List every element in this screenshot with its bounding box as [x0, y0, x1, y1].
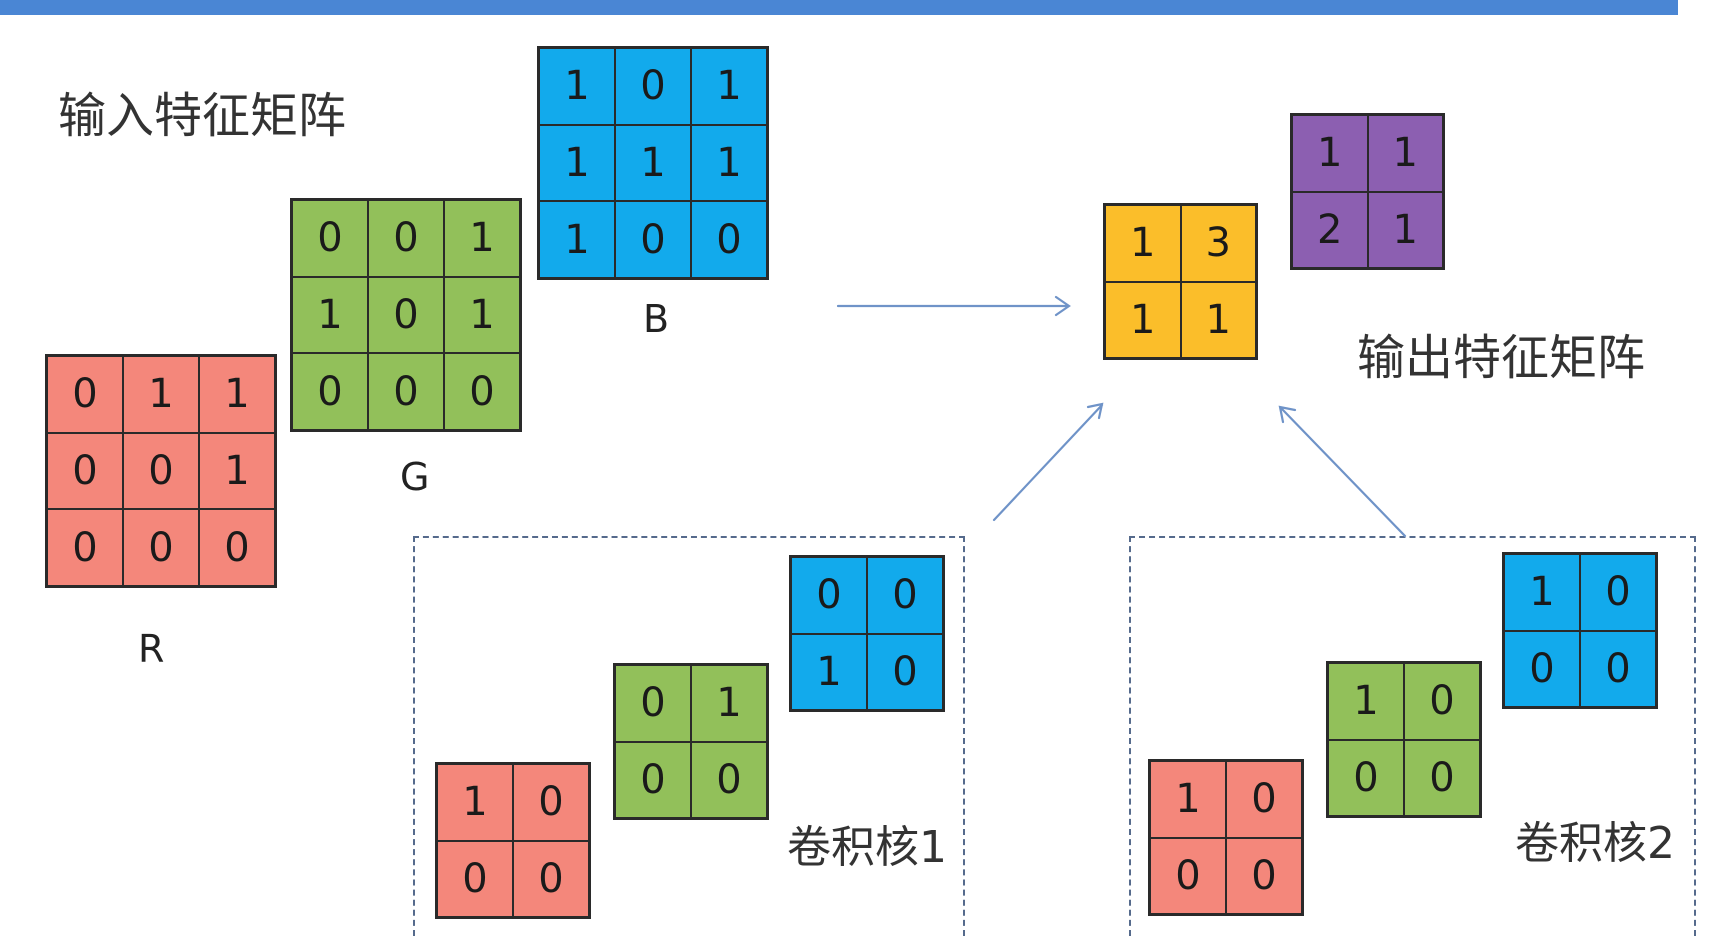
matrix-cell: 1 [1150, 761, 1226, 838]
matrix-cell: 0 [47, 356, 123, 433]
matrix-cell: 1 [1105, 281, 1181, 358]
matrix-cell: 1 [615, 124, 691, 202]
input-title: 输入特征矩阵 [58, 88, 347, 144]
output-title: 输出特征矩阵 [1357, 330, 1646, 386]
matrix-cell: 0 [1226, 837, 1302, 914]
matrix-cell: 1 [1367, 191, 1443, 268]
matrix-cell: 1 [691, 48, 767, 125]
matrix-cell: 0 [513, 764, 589, 841]
matrix-cell: 0 [368, 353, 444, 430]
kernel-1-box [413, 536, 965, 936]
matrix-cell: 0 [47, 432, 123, 510]
matrix-cell: 1 [199, 356, 275, 433]
matrix-cell: 0 [292, 200, 368, 277]
matrix-cell: 0 [292, 353, 368, 430]
matrix-cell: 1 [691, 665, 767, 742]
matrix-cell: 1 [1367, 115, 1443, 192]
matrix-cell: 0 [615, 201, 691, 278]
matrix-cell: 0 [368, 200, 444, 277]
channel-label-r: R [138, 627, 165, 671]
matrix-cell: 1 [1292, 115, 1368, 192]
matrix-cell: 1 [791, 633, 867, 710]
matrix-cell: 0 [1580, 554, 1656, 631]
matrix-cell: 0 [791, 557, 867, 634]
top-bar [0, 0, 1678, 15]
matrix-cell: 0 [615, 741, 691, 818]
arrow-kernel2-to-output [1278, 405, 1407, 538]
arrow-input-to-output [836, 295, 1071, 317]
matrix-cell: 3 [1180, 205, 1256, 282]
matrix-cell: 0 [1150, 837, 1226, 914]
channel-label-g: G [400, 455, 430, 499]
matrix-cell: 1 [292, 276, 368, 354]
matrix-cell: 2 [1292, 191, 1368, 268]
matrix-cell: 1 [539, 124, 615, 202]
matrix-cell: 0 [123, 432, 199, 510]
matrix-cell: 0 [123, 509, 199, 586]
matrix-cell: 0 [1404, 739, 1480, 816]
kernel-1-label: 卷积核1 [787, 822, 947, 873]
matrix-cell: 1 [1504, 554, 1580, 631]
matrix-cell: 0 [444, 353, 520, 430]
matrix-cell: 1 [444, 200, 520, 277]
matrix-cell: 0 [691, 741, 767, 818]
matrix-cell: 0 [1226, 761, 1302, 838]
matrix-cell: 1 [1328, 663, 1404, 740]
matrix-cell: 0 [615, 48, 691, 125]
matrix-cell: 0 [47, 509, 123, 586]
kernel-2-box [1129, 536, 1696, 936]
matrix-cell: 0 [513, 840, 589, 917]
channel-label-b: B [643, 297, 670, 341]
matrix-cell: 1 [539, 48, 615, 125]
arrow-kernel1-to-output [992, 402, 1104, 522]
matrix-cell: 0 [615, 665, 691, 742]
matrix-cell: 1 [437, 764, 513, 841]
matrix-cell: 1 [1105, 205, 1181, 282]
matrix-cell: 1 [123, 356, 199, 433]
matrix-cell: 0 [199, 509, 275, 586]
matrix-cell: 0 [1504, 630, 1580, 707]
kernel-2-label: 卷积核2 [1515, 818, 1675, 869]
matrix-cell: 0 [1328, 739, 1404, 816]
matrix-cell: 0 [437, 840, 513, 917]
matrix-cell: 0 [368, 276, 444, 354]
matrix-cell: 0 [867, 557, 943, 634]
matrix-cell: 0 [1404, 663, 1480, 740]
matrix-cell: 1 [691, 124, 767, 202]
matrix-cell: 1 [444, 276, 520, 354]
matrix-cell: 0 [867, 633, 943, 710]
matrix-cell: 1 [1180, 281, 1256, 358]
matrix-cell: 0 [1580, 630, 1656, 707]
matrix-cell: 0 [691, 201, 767, 278]
matrix-cell: 1 [199, 432, 275, 510]
matrix-cell: 1 [539, 201, 615, 278]
